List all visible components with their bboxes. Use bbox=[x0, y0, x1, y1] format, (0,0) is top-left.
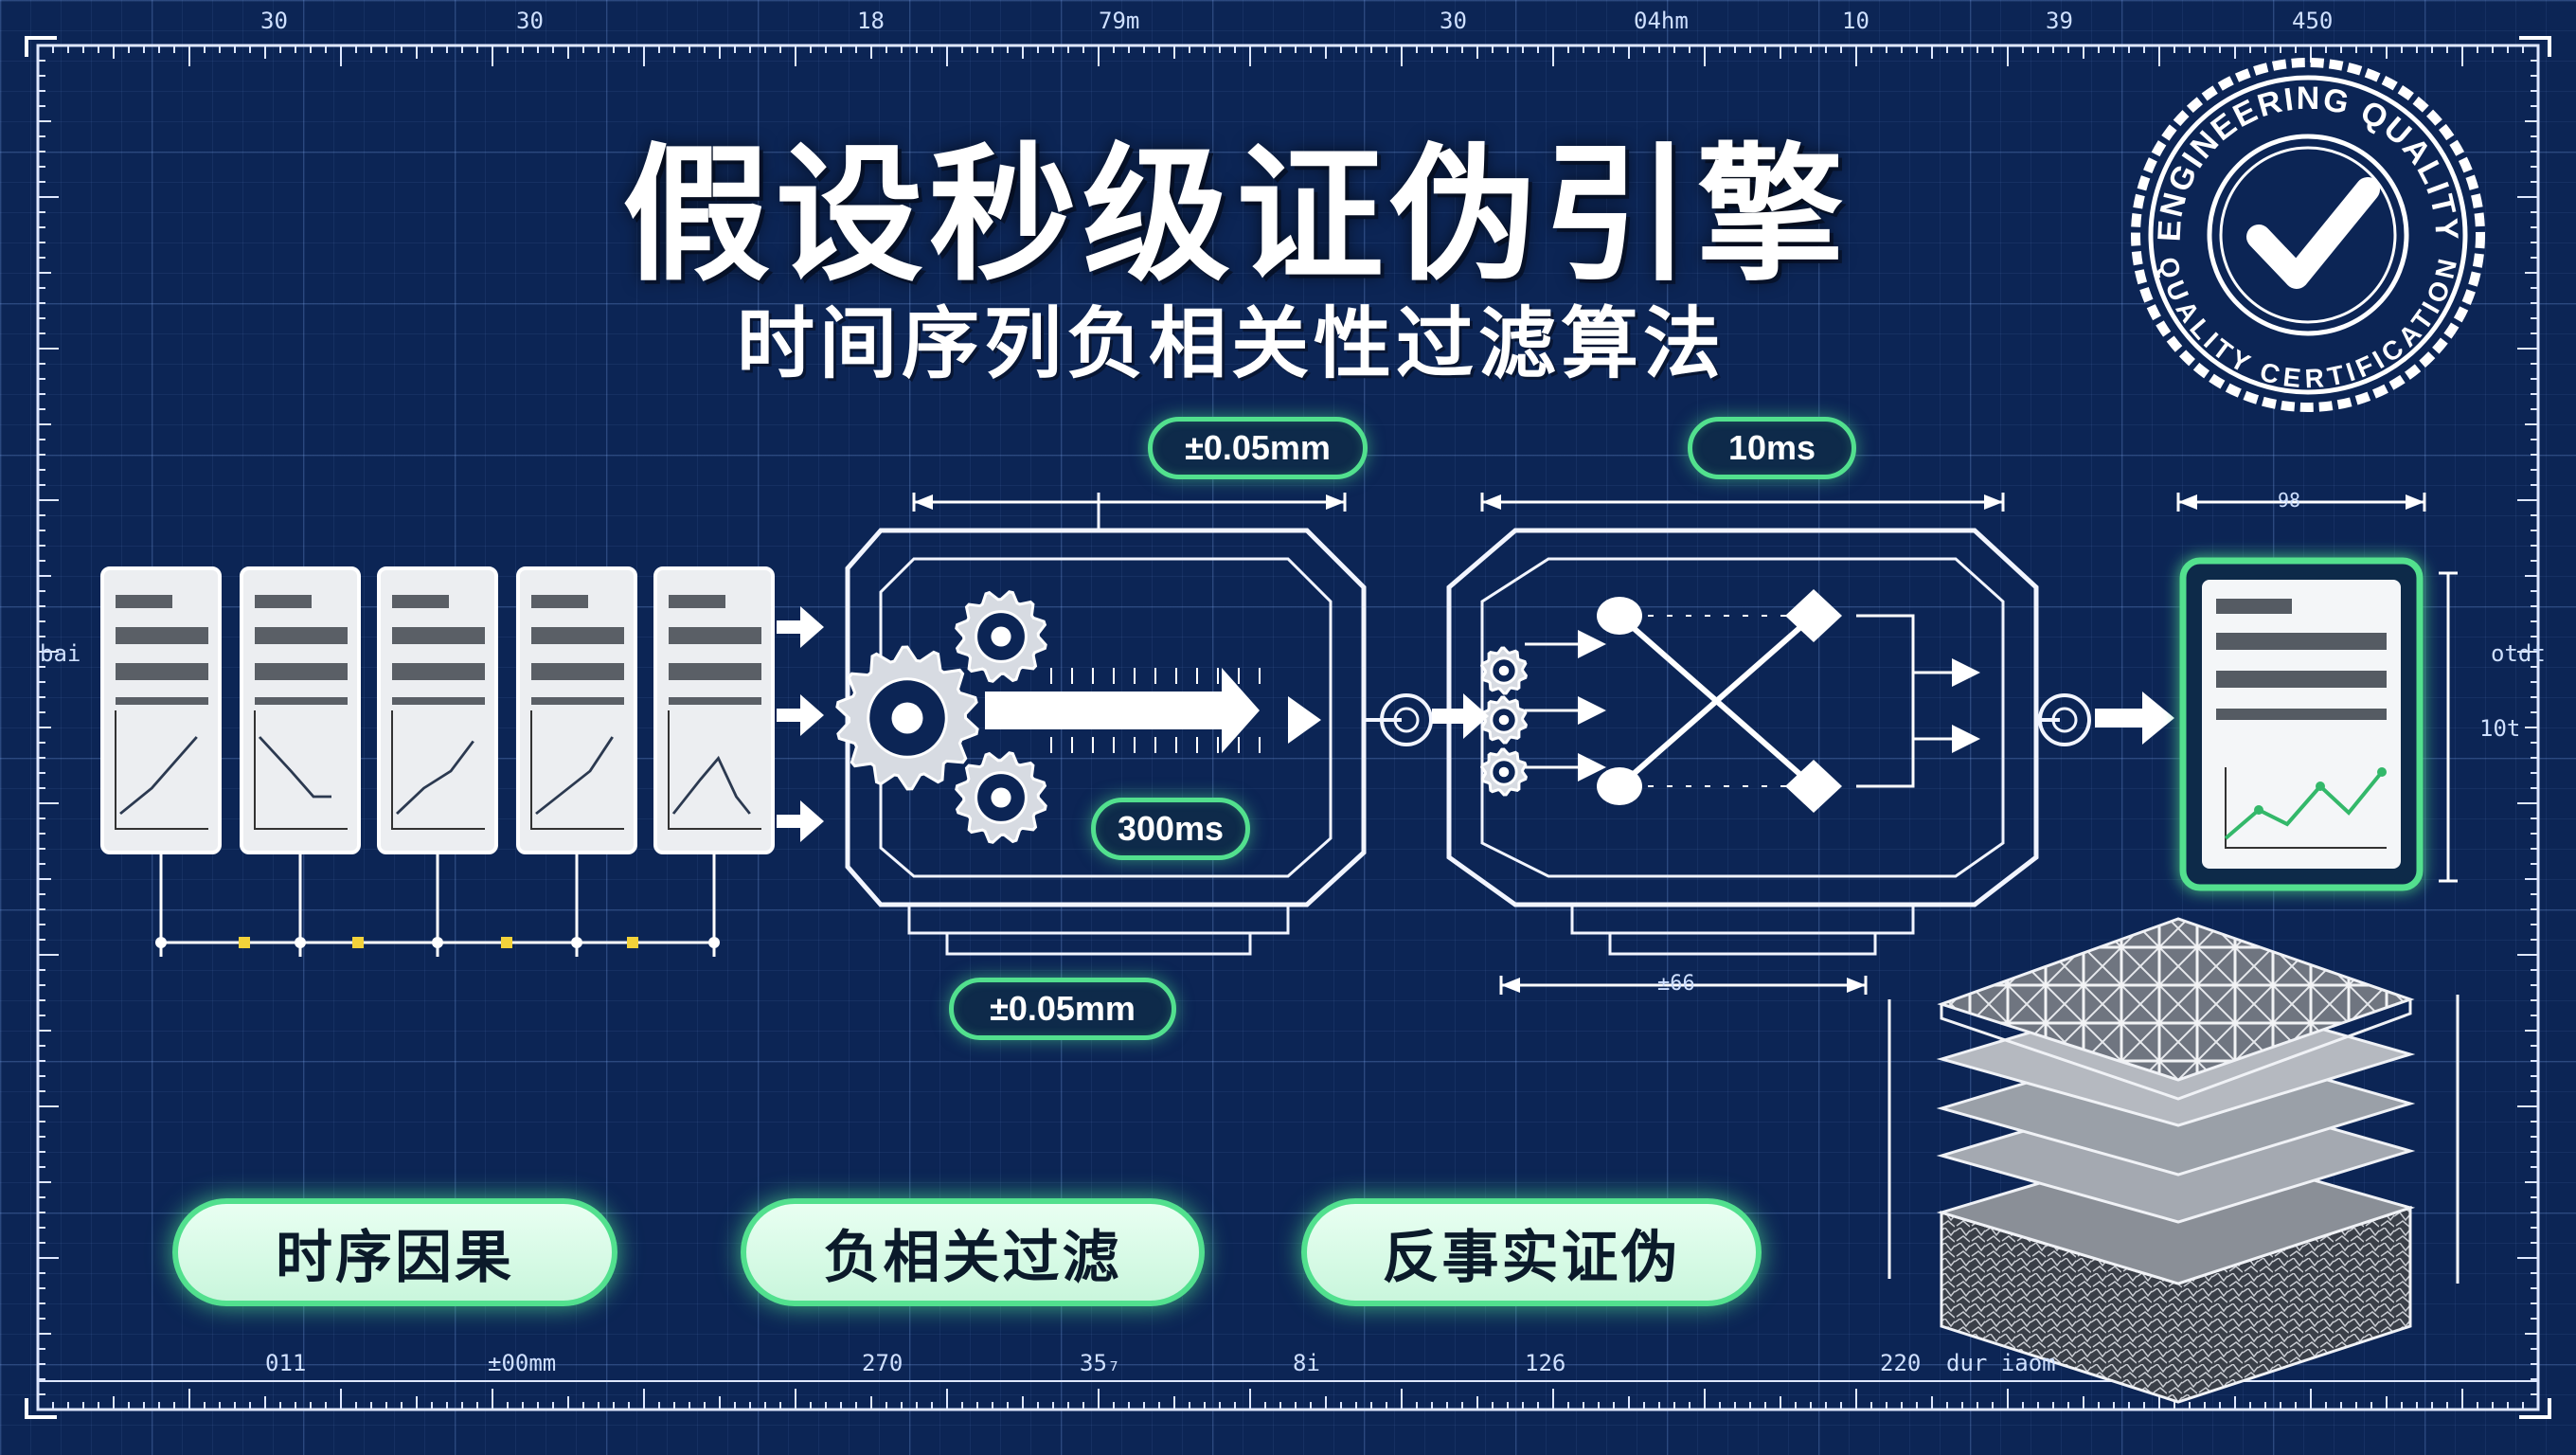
input-document bbox=[377, 566, 498, 854]
small-gear-icon bbox=[1479, 695, 1529, 745]
timeline-node bbox=[708, 937, 720, 948]
input-document bbox=[653, 566, 775, 854]
ruler-ticks bbox=[37, 45, 2539, 1410]
stage1-flow-arrow bbox=[985, 668, 1321, 753]
output-document bbox=[2179, 557, 2424, 891]
stage2-base-dimension: ±66 bbox=[1657, 972, 1695, 996]
small-gear-icons bbox=[1479, 646, 1529, 797]
stage2-machine bbox=[1446, 528, 2091, 956]
output-width-dimension: 98 bbox=[2278, 489, 2301, 512]
stage1-time-label: 300ms bbox=[1091, 798, 1250, 860]
tag-counterfactual-falsification: 反事实证伪 bbox=[1301, 1198, 1762, 1306]
ruler-top-label: 450 bbox=[2292, 8, 2334, 34]
timeline-node bbox=[155, 937, 167, 948]
ruler-bottom-label: 126 bbox=[1525, 1350, 1566, 1376]
page-title: 假设秒级证伪引擎 bbox=[622, 129, 1850, 301]
timeline-nodes bbox=[155, 853, 720, 957]
stage2-network bbox=[1525, 613, 1980, 789]
page-subtitle: 时间序列负相关性过滤算法 bbox=[736, 299, 1726, 389]
stage1-width-label: ±0.05mm bbox=[1148, 417, 1368, 479]
ruler-top-label: 30 bbox=[260, 8, 288, 34]
ruler-top-label: 18 bbox=[857, 8, 885, 34]
corner-marks bbox=[25, 36, 2551, 1419]
tag-negative-correlation-filter: 负相关过滤 bbox=[741, 1198, 1205, 1306]
ruler-bottom-label: dur iaom bbox=[1946, 1350, 2056, 1376]
gear-icon bbox=[955, 590, 1047, 683]
ruler-top-label: 10 bbox=[1842, 8, 1869, 34]
side-label-left: bai bbox=[40, 640, 81, 667]
ruler-top-label: 04hm bbox=[1634, 8, 1689, 34]
stage1-scale-ticks bbox=[1050, 668, 1261, 753]
dimension-arrowheads bbox=[914, 494, 2424, 993]
ruler-top-label: 39 bbox=[2046, 8, 2073, 34]
timeline-marker bbox=[239, 937, 250, 948]
connector-arrows bbox=[777, 606, 2174, 842]
ruler-bottom-label: 35₇ bbox=[1080, 1350, 1121, 1376]
large-gear-icon bbox=[835, 645, 979, 791]
timeline-node bbox=[432, 937, 443, 948]
small-gear-icon bbox=[1479, 747, 1529, 797]
input-document bbox=[240, 566, 361, 854]
gear-icons bbox=[835, 590, 1047, 844]
ruler-top-label: 30 bbox=[1440, 8, 1467, 34]
side-label-right-mid: 10t bbox=[2479, 715, 2521, 742]
input-documents bbox=[100, 566, 775, 854]
ruler-bottom-label: 8i bbox=[1293, 1350, 1320, 1376]
ruler-top-label: 30 bbox=[516, 8, 544, 34]
timeline-marker bbox=[501, 937, 512, 948]
ruler-bottom-label: 220 bbox=[1880, 1350, 1922, 1376]
timeline-marker bbox=[627, 937, 638, 948]
layered-structure bbox=[1936, 917, 2416, 1404]
quality-seal: ENGINEERING QUALITY QUALITY CERTIFICATIO… bbox=[2131, 58, 2485, 412]
side-label-right-top: otdt bbox=[2491, 640, 2546, 667]
stage1-tolerance-label: ±0.05mm bbox=[949, 978, 1176, 1040]
gear-icon bbox=[955, 751, 1047, 844]
input-document bbox=[100, 566, 222, 854]
ruler-bottom-label: 270 bbox=[862, 1350, 903, 1376]
timeline-marker bbox=[352, 937, 364, 948]
stage2-width-label: 10ms bbox=[1688, 417, 1856, 479]
small-gear-icon bbox=[1479, 646, 1529, 695]
timeline-node bbox=[295, 937, 306, 948]
timeline-node bbox=[571, 937, 582, 948]
tag-temporal-causality: 时序因果 bbox=[172, 1198, 617, 1306]
input-document bbox=[516, 566, 637, 854]
ruler-bottom-label: 011 bbox=[265, 1350, 307, 1376]
network-nodes bbox=[1597, 589, 1842, 813]
ruler-bottom-label: ±00mm bbox=[488, 1350, 557, 1376]
ruler-top-label: 79m bbox=[1099, 8, 1140, 34]
